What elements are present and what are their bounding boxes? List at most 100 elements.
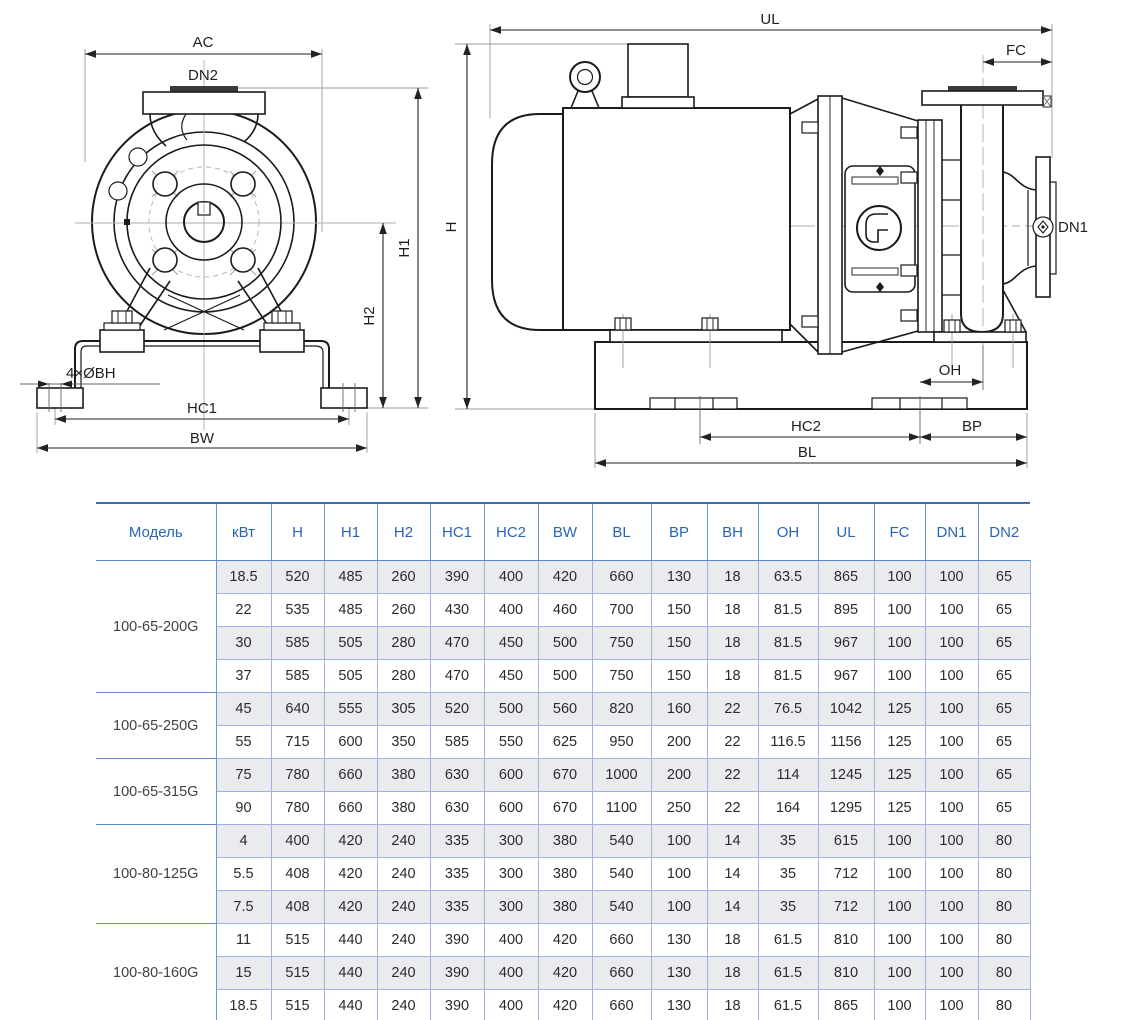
table-cell: 500	[537, 626, 593, 660]
table-cell: 100	[650, 824, 708, 858]
table-cell: 450	[483, 626, 539, 660]
table-cell: 80	[977, 956, 1031, 990]
table-cell: 300	[483, 890, 539, 924]
table-cell: 865	[817, 989, 875, 1020]
dim-label-h: H	[443, 222, 460, 233]
table-cell: 130	[650, 560, 708, 594]
table-cell: 780	[270, 791, 325, 825]
table-cell: 865	[817, 560, 875, 594]
table-cell: 380	[537, 890, 593, 924]
pump-foot	[933, 289, 1027, 368]
column-header: H1	[323, 503, 377, 561]
table-cell: 240	[376, 824, 431, 858]
side-motor	[491, 43, 791, 368]
table-cell: 80	[977, 989, 1031, 1020]
table-cell: 80	[977, 923, 1031, 957]
side-dimension-lines	[463, 26, 1052, 468]
flange-end-bolt	[1042, 95, 1052, 108]
table-cell: 81.5	[757, 626, 819, 660]
table-cell: 76.5	[757, 692, 819, 726]
table-cell: 1156	[817, 725, 875, 759]
table-cell: 18.5	[215, 560, 272, 594]
table-cell: 100	[924, 593, 979, 627]
table-cell: 100	[924, 560, 979, 594]
table-cell: 810	[817, 923, 875, 957]
lifting-eye	[569, 61, 601, 109]
dim-label-oh: OH	[939, 362, 962, 379]
column-header: BW	[537, 503, 592, 561]
table-cell: 390	[429, 923, 485, 957]
table-cell: 350	[376, 725, 431, 759]
table-cell: 7.5	[215, 890, 272, 924]
table-cell: 14	[706, 857, 759, 891]
table-cell: 712	[817, 890, 875, 924]
table-cell: 420	[537, 989, 593, 1020]
table-cell: 430	[429, 593, 485, 627]
table-cell: 75	[215, 758, 272, 792]
column-header: UL	[817, 503, 874, 561]
table-cell: 440	[323, 956, 378, 990]
table-cell: 65	[977, 593, 1031, 627]
table-cell: 65	[977, 692, 1031, 726]
table-cell: 18	[706, 593, 759, 627]
table-cell: 260	[376, 560, 431, 594]
front-discharge-flange	[142, 86, 266, 115]
table-cell: 100	[873, 560, 926, 594]
dim-label-h2: H2	[361, 306, 378, 325]
table-cell: 660	[323, 791, 378, 825]
table-cell: 100	[924, 857, 979, 891]
table-cell: 22	[706, 692, 759, 726]
table-cell: 505	[323, 626, 378, 660]
table-cell: 505	[323, 659, 378, 693]
table-cell: 100	[650, 890, 708, 924]
table-cell: 280	[376, 659, 431, 693]
table-cell: 408	[270, 857, 325, 891]
side-bearing-bracket	[789, 95, 961, 355]
table-cell: 125	[873, 725, 926, 759]
table-cell: 540	[591, 890, 652, 924]
side-bedplate	[594, 341, 1028, 410]
table-cell: 45	[215, 692, 272, 726]
table-cell: 420	[323, 890, 378, 924]
table-cell: 485	[323, 593, 378, 627]
table-cell: 14	[706, 824, 759, 858]
dim-label-bp: BP	[962, 418, 982, 435]
table-cell: 63.5	[757, 560, 819, 594]
table-cell: 130	[650, 989, 708, 1020]
table-cell: 660	[591, 560, 652, 594]
table-cell: 560	[537, 692, 593, 726]
table-cell: 100	[924, 626, 979, 660]
table-cell: 30	[215, 626, 272, 660]
front-bolt-holes	[151, 170, 257, 276]
table-cell: 715	[270, 725, 325, 759]
table-cell: 670	[537, 791, 593, 825]
table-cell: 380	[376, 791, 431, 825]
column-header: HC1	[429, 503, 484, 561]
suction-flange-bolt	[1032, 216, 1054, 238]
table-cell: 780	[270, 758, 325, 792]
table-cell: 81.5	[757, 593, 819, 627]
table-cell: 35	[757, 857, 819, 891]
table-cell: 390	[429, 560, 485, 594]
column-header: BP	[650, 503, 707, 561]
table-cell: 1295	[817, 791, 875, 825]
table-cell: 440	[323, 989, 378, 1020]
table-cell: 100	[924, 824, 979, 858]
table-cell: 100	[873, 593, 926, 627]
table-cell: 18	[706, 659, 759, 693]
model-cell: 100-65-315G	[96, 758, 217, 825]
table-cell: 600	[483, 758, 539, 792]
table-cell: 450	[483, 659, 539, 693]
dim-label-fc: FC	[1006, 42, 1026, 59]
table-cell: 130	[650, 923, 708, 957]
front-casing-outline	[75, 60, 396, 430]
model-cell: 100-65-200G	[96, 560, 217, 693]
front-dimension-labels: AC DN2 4×ØBH HC1 BW H1 H2	[66, 34, 413, 447]
table-cell: 240	[376, 890, 431, 924]
dim-label-bl: BL	[798, 444, 816, 461]
